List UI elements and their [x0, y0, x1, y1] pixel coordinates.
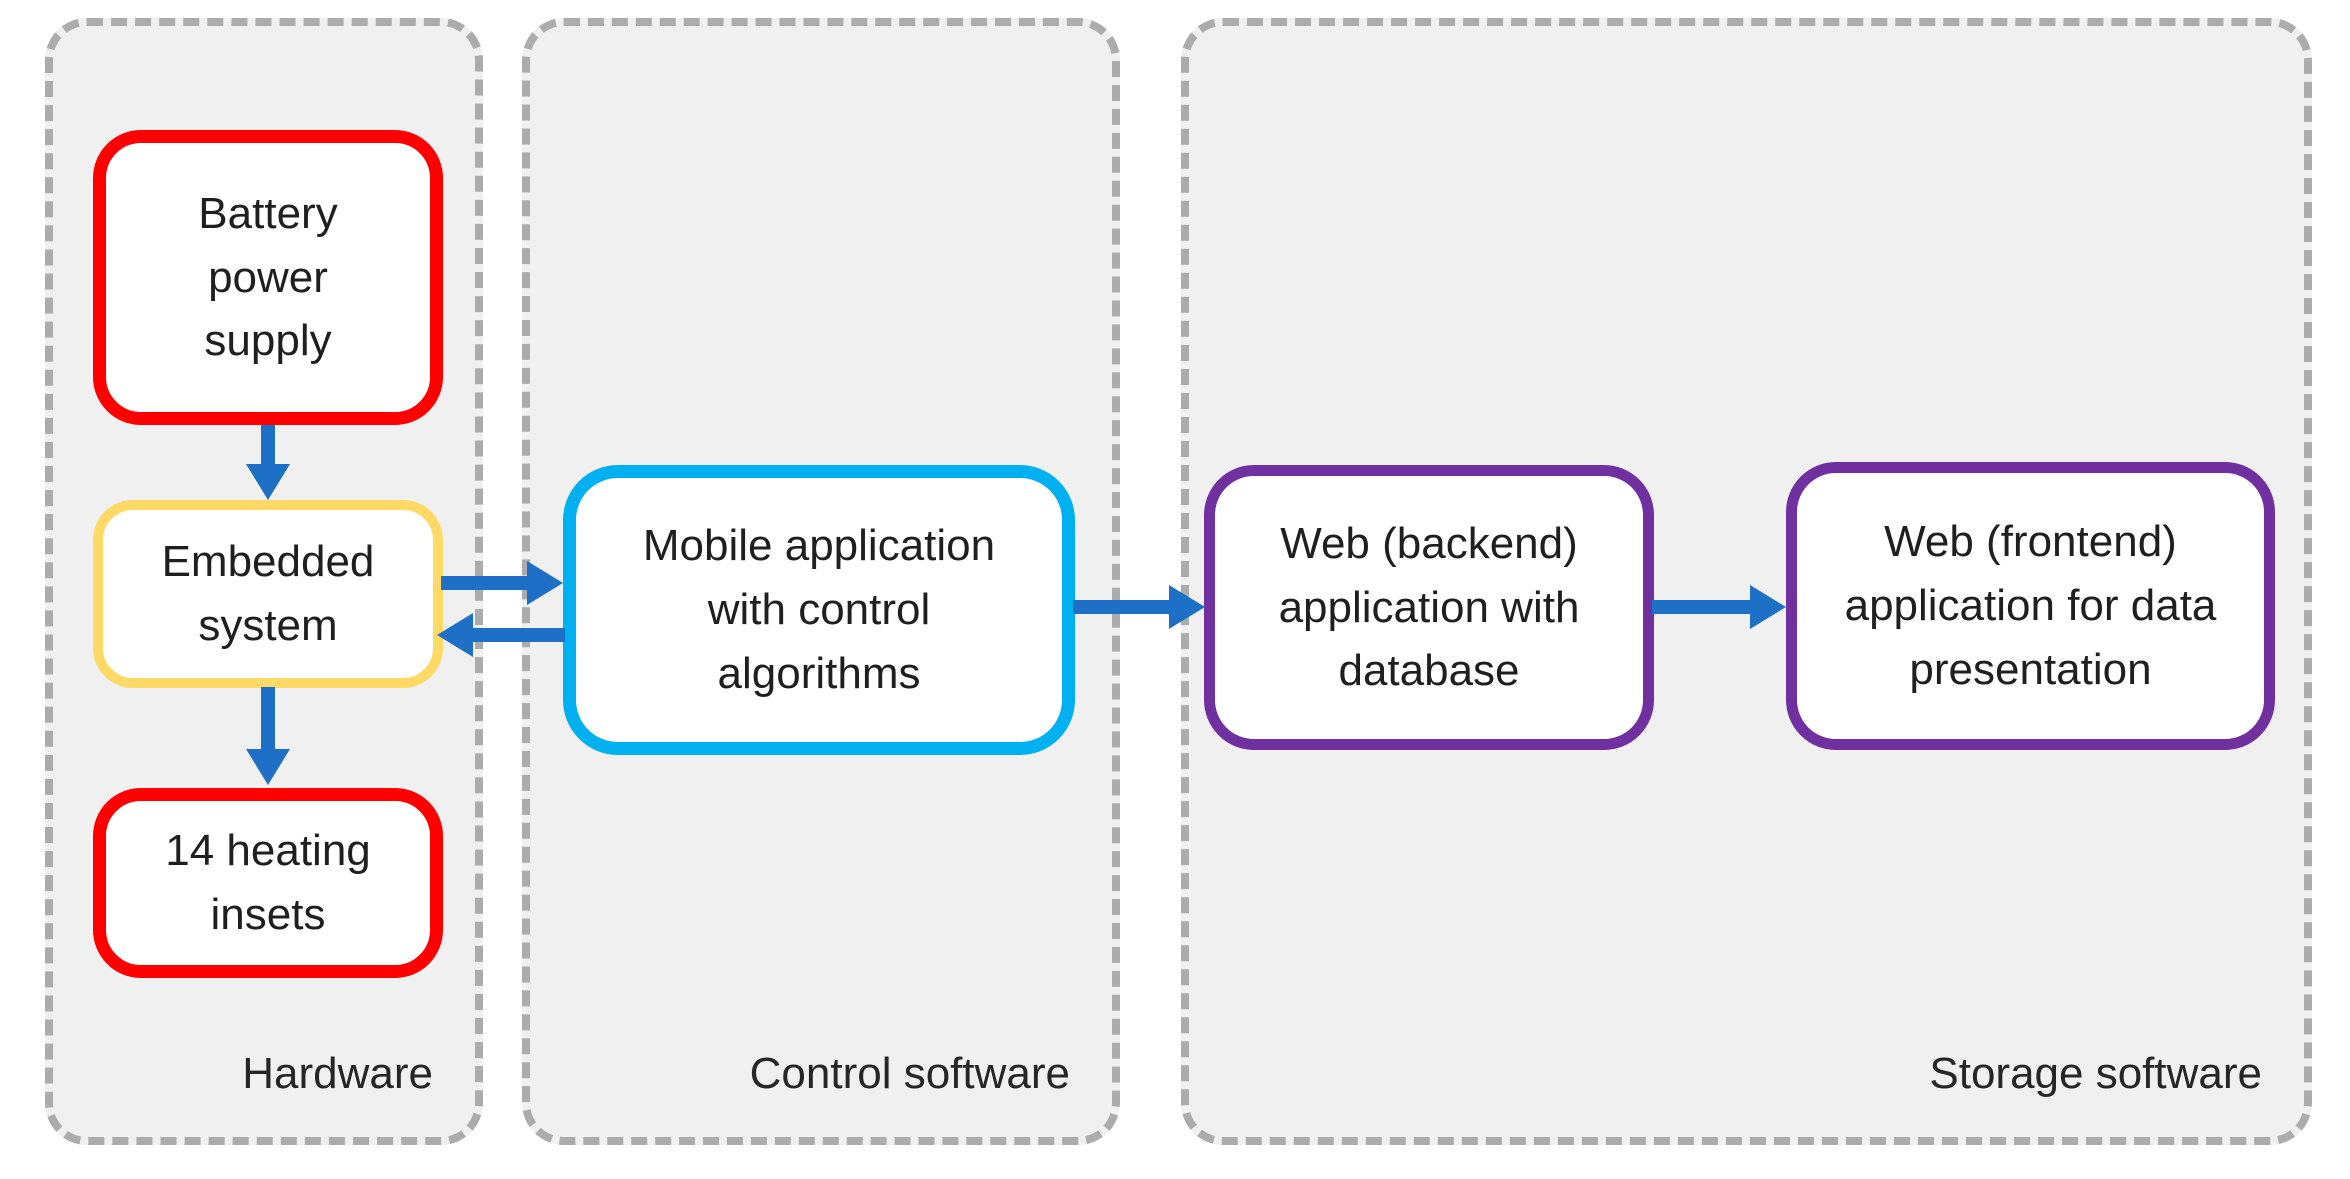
node-battery-power-supply: Battery power supply: [93, 130, 443, 425]
group-label-control-software: Control software: [749, 1049, 1070, 1098]
node-heating-insets-label: 14 heating insets: [165, 826, 371, 939]
node-web-frontend-application: Web (frontend) application for data pres…: [1786, 462, 2275, 750]
node-web-backend-application-label: Web (backend) application with database: [1278, 518, 1580, 696]
group-label-storage-software: Storage software: [1929, 1049, 2262, 1098]
node-heating-insets: 14 heating insets: [93, 788, 443, 978]
node-battery-power-supply-label: Battery power supply: [198, 188, 338, 366]
node-web-frontend-application-label: Web (frontend) application for data pres…: [1844, 517, 2217, 694]
group-label-hardware: Hardware: [242, 1049, 433, 1098]
node-mobile-application-label: Mobile application with control algorith…: [642, 521, 996, 698]
node-mobile-application: Mobile application with control algorith…: [563, 465, 1075, 755]
node-embedded-system: Embedded system: [93, 500, 443, 688]
node-embedded-system-label: Embedded system: [161, 537, 375, 650]
node-web-backend-application: Web (backend) application with database: [1204, 465, 1654, 750]
